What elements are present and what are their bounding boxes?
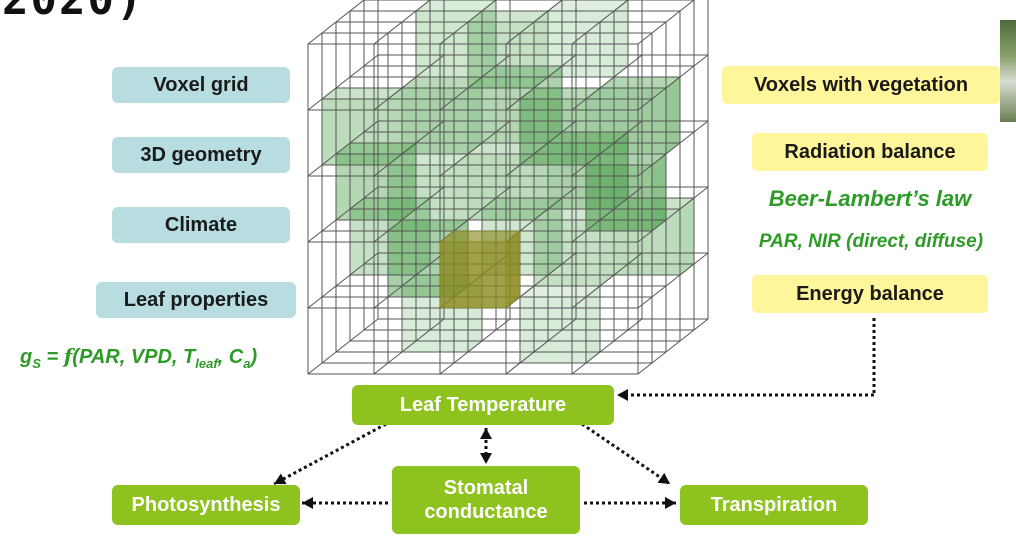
vegetation-voxel-side xyxy=(453,152,469,233)
grid-line-z xyxy=(505,54,577,111)
corner-citation-text: 2020) xyxy=(2,0,144,25)
grid-line-z xyxy=(373,318,445,375)
grid-line-z xyxy=(637,252,709,309)
leaf-properties-box: Leaf properties xyxy=(96,282,296,318)
grid-line-z xyxy=(439,120,511,177)
arrow-stomatal-photosynthesis xyxy=(302,497,388,509)
transpiration-box: Transpiration xyxy=(680,485,868,525)
grid-line-z xyxy=(307,318,379,375)
climate-box: Climate xyxy=(112,207,290,243)
leaf-temperature-box: Leaf Temperature xyxy=(352,385,614,425)
corner-photo-thumbnail xyxy=(1000,20,1016,122)
par-nir-label: PAR, NIR (direct, diffuse) xyxy=(758,231,984,252)
grid-line-z xyxy=(307,54,379,111)
grid-line-z xyxy=(439,318,511,375)
highlighted-voxel-front xyxy=(439,241,507,309)
vegetation-voxel-side xyxy=(467,75,483,156)
energy-balance-box: Energy balance xyxy=(752,275,988,313)
grid-line-z xyxy=(571,120,643,177)
grid-line-z xyxy=(307,0,365,45)
stomatal-label-line1: Stomatal xyxy=(443,477,529,499)
3d-geometry-box: 3D geometry xyxy=(112,137,290,173)
arrow-to-leaf-temperature xyxy=(617,389,874,401)
vegetation-voxel-side xyxy=(599,207,615,288)
formula-eq: = xyxy=(40,346,64,368)
grid-line-z xyxy=(373,0,431,45)
grid-line-z xyxy=(373,186,445,243)
grid-line-z xyxy=(637,186,709,243)
voxel-grid-box: Voxel grid xyxy=(112,67,290,103)
grid-line-z xyxy=(637,318,709,375)
formula-ca: , C xyxy=(217,346,244,368)
stomatal-conductance-formula: gS = f(PAR, VPD, Tleaf, Ca) xyxy=(20,344,257,371)
arrow-stomatal-transpiration xyxy=(584,497,676,509)
grid-line-z xyxy=(439,0,497,45)
grid-line-z xyxy=(505,120,577,177)
grid-line-z xyxy=(373,252,445,309)
grid-line-z xyxy=(307,252,379,309)
formula-tleaf-sub: leaf xyxy=(195,356,218,371)
grid-line-z xyxy=(571,318,643,375)
formula-f: f xyxy=(63,344,73,368)
grid-line-z xyxy=(307,186,379,243)
formula-gs-sub: S xyxy=(32,356,41,371)
grid-line-z xyxy=(571,252,643,309)
grid-line-z xyxy=(571,186,643,243)
grid-line-z xyxy=(571,54,643,111)
highlighted-voxel-side xyxy=(505,229,521,310)
grid-line-z xyxy=(637,0,695,45)
arrow-leaftemp-photosynthesis xyxy=(273,422,387,486)
arrow-leaftemp-transpiration xyxy=(581,422,671,486)
stomatal-conductance-box: Stomatal conductance xyxy=(392,466,580,534)
vegetation-voxel-side xyxy=(665,75,681,156)
grid-line-z xyxy=(373,120,445,177)
grid-line-z xyxy=(505,318,577,375)
formula-gs: g xyxy=(20,346,33,368)
voxel-cubes-front xyxy=(438,229,522,310)
beer-lambert-law-label: Beer-Lambert’s law xyxy=(768,186,972,211)
grid-line-z xyxy=(307,120,379,177)
vegetation-voxel-side xyxy=(613,0,629,79)
grid-line-z xyxy=(439,54,511,111)
grid-line-z xyxy=(637,54,709,111)
voxels-with-vegetation-box: Voxels with vegetation xyxy=(722,66,1000,104)
vegetation-voxel-side xyxy=(585,284,601,365)
photosynthesis-box: Photosynthesis xyxy=(112,485,300,525)
formula-close: ) xyxy=(250,346,258,368)
grid-line-z xyxy=(571,0,629,45)
grid-line-z xyxy=(637,120,709,177)
stomatal-label-line2: conductance xyxy=(424,501,548,523)
radiation-balance-box: Radiation balance xyxy=(752,133,988,171)
formula-args: (PAR, VPD, T xyxy=(72,346,196,368)
flow-arrows xyxy=(273,318,876,509)
grid-line-z xyxy=(505,0,563,45)
grid-line-z xyxy=(373,54,445,111)
formula-ca-sub: a xyxy=(243,356,251,371)
arrow-leaftemp-stomatal xyxy=(480,428,492,464)
vegetation-voxel-side xyxy=(679,196,695,277)
